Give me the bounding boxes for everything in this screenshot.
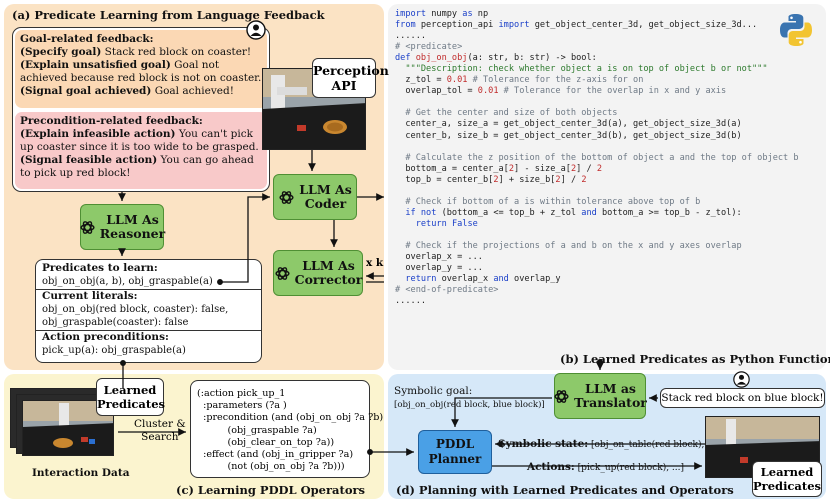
planner-label-1: PDDL	[435, 437, 475, 451]
predicates-to-learn-heading: Predicates to learn:	[42, 262, 158, 274]
predicates-info-box: Predicates to learn: obj_on_obj(a, b), o…	[35, 259, 262, 363]
pddl-line: :parameters (?a )	[197, 400, 287, 412]
actions-text: Actions: [pick_up(red block), ...]	[527, 461, 685, 473]
goal-feedback-box: Goal-related feedback: (Specify goal) St…	[15, 30, 267, 108]
interaction-data-label: Interaction Data	[32, 467, 130, 479]
code-line: overlap_tol = 0.01 # Tolerance for the o…	[395, 86, 727, 97]
planner-label-2: Planner	[428, 452, 482, 466]
corrector-label-1: LLM As	[302, 257, 355, 273]
reasoner-label-1: LLM As	[106, 211, 159, 227]
code-line: bottom_a = center_a[2] - size_a[2] / 2	[395, 163, 603, 174]
action-preconditions-heading: Action preconditions:	[42, 331, 169, 343]
openai-icon	[80, 220, 95, 234]
learned-predicates-label-c: Learned Predicates	[96, 378, 165, 416]
coder-label-2: Coder	[304, 196, 347, 211]
learned-label-2: Predicates	[97, 397, 165, 411]
pddl-line: :effect (and (obj_in_gripper ?a)	[197, 449, 354, 461]
pddl-operator-box: (:action pick_up_1 :parameters (?a ) :pr…	[190, 380, 384, 478]
learned-label-1: Learned	[103, 383, 157, 397]
coder-label-1: LLM As	[299, 181, 352, 197]
lp-label-2: Predicates	[753, 479, 821, 493]
python-logo-icon	[780, 14, 812, 46]
panel-a-title: (a) Predicate Learning from Language Fee…	[12, 8, 325, 22]
symbolic-state-text: Symbolic state: [obj_on_table(red block)…	[498, 438, 720, 450]
precondition-feedback-line-1: (Explain infeasible action) You can't pi…	[20, 128, 259, 153]
code-line: z_tol = 0.01 # Tolerance for the z-axis …	[395, 75, 644, 86]
cluster-label-1: Cluster &	[134, 418, 186, 430]
reasoner-label-2: Reasoner	[99, 226, 166, 241]
perception-api-label: Perception API	[312, 58, 389, 98]
pddl-line: (not (obj_on_obj ?a ?b)))	[197, 461, 345, 473]
code-line: # Calculate the z position of the bottom…	[395, 152, 799, 163]
cluster-search-label: Cluster & Search	[134, 418, 186, 444]
code-line: center_b, size_b = get_object_center_3d(…	[395, 130, 742, 141]
openai-icon	[275, 266, 290, 280]
goal-feedback-line-2: (Explain unsatisfied goal) Goal not achi…	[20, 59, 262, 84]
pddl-line: (:action pick_up_1	[197, 388, 286, 399]
goal-feedback-line-3: (Signal goal achieved) Goal achieved!	[20, 85, 234, 97]
code-line: overlap_y = ...	[395, 263, 483, 274]
code-line: import numpy as np	[395, 9, 489, 19]
code-line: """Description: check whether object a i…	[395, 64, 768, 75]
predicates-to-learn-value: obj_on_obj(a, b), obj_graspable(a)	[42, 276, 213, 287]
perception-label-1: Perception	[313, 63, 389, 78]
code-line: ......	[395, 31, 427, 42]
precondition-feedback-line-2: (Signal feasible action) You can go ahea…	[20, 154, 254, 179]
code-line: # <predicate>	[395, 42, 463, 53]
current-literals-value-2: obj_graspable(coaster): false	[42, 317, 189, 328]
user-icon	[733, 371, 750, 388]
pddl-planner-box: PDDL Planner	[418, 430, 492, 474]
precondition-feedback-box: Precondition-related feedback: (Explain …	[15, 112, 267, 189]
goal-feedback-line-1: (Specify goal) Stack red block on coaste…	[20, 46, 252, 58]
current-literals-heading: Current literals:	[42, 290, 138, 302]
action-preconditions-value: pick_up(a): obj_graspable(a)	[42, 345, 186, 356]
pddl-line: (obj_clear_on_top ?a))	[197, 436, 335, 448]
code-line: if not (bottom_a <= top_b + z_tol and bo…	[405, 207, 742, 218]
openai-icon	[554, 389, 569, 403]
symbolic-goal-value: [obj_on_obj(red block, blue block)]	[394, 400, 545, 410]
translator-label-2: Translator	[574, 395, 647, 410]
translator-label-1: LLM as	[585, 380, 636, 396]
code-line: return overlap_x and overlap_y	[405, 274, 561, 285]
cluster-label-2: Search	[141, 431, 179, 443]
code-line	[395, 97, 827, 108]
code-line: center_a, size_a = get_object_center_3d(…	[395, 119, 742, 130]
user-icon	[246, 20, 266, 40]
current-literals-value-1: obj_on_obj(red block, coaster): false,	[42, 304, 229, 315]
code-line: def obj_on_obj(a: str, b: str) -> bool:	[395, 53, 597, 64]
code-line: overlap_x = ...	[395, 252, 483, 263]
symbolic-goal-heading: Symbolic goal:	[394, 385, 473, 397]
code-line: top_b = center_b[2] + size_b[2] / 2	[395, 174, 587, 185]
panel-d-title: (d) Planning with Learned Predicates and…	[396, 483, 734, 497]
perception-label-2: API	[331, 78, 357, 93]
code-line: ......	[395, 296, 427, 307]
panel-b-title: (b) Learned Predicates as Python Functio…	[560, 352, 830, 366]
code-line	[395, 186, 827, 197]
learned-predicates-label-d: Learned Predicates	[752, 461, 822, 497]
code-line: from perception_api import get_object_ce…	[395, 20, 758, 31]
instruction-box: Stack red block on blue block!	[660, 388, 825, 408]
pddl-line: (obj_graspable ?a)	[197, 424, 317, 436]
code-line: # Check if bottom of a is within toleran…	[395, 196, 701, 207]
code-line	[395, 142, 827, 153]
code-line: # Check if the projections of a and b on…	[395, 240, 742, 251]
code-line: # <end-of-predicate>	[395, 285, 499, 296]
precondition-feedback-heading: Precondition-related feedback:	[20, 115, 203, 127]
panel-c-title: (c) Learning PDDL Operators	[176, 483, 366, 497]
panel-b	[388, 4, 826, 370]
pddl-line: :precondition (and (obj_on_obj ?a ?b)	[197, 412, 384, 424]
code-line	[395, 230, 827, 241]
lp-label-1: Learned	[760, 465, 814, 479]
corrector-label-2: Corrector	[294, 272, 363, 287]
goal-feedback-heading: Goal-related feedback:	[20, 33, 154, 45]
iteration-label: x k	[366, 257, 384, 269]
openai-icon	[279, 190, 294, 204]
code-line: # Get the center and size of both object…	[395, 108, 618, 119]
code-line: return False	[415, 218, 478, 229]
